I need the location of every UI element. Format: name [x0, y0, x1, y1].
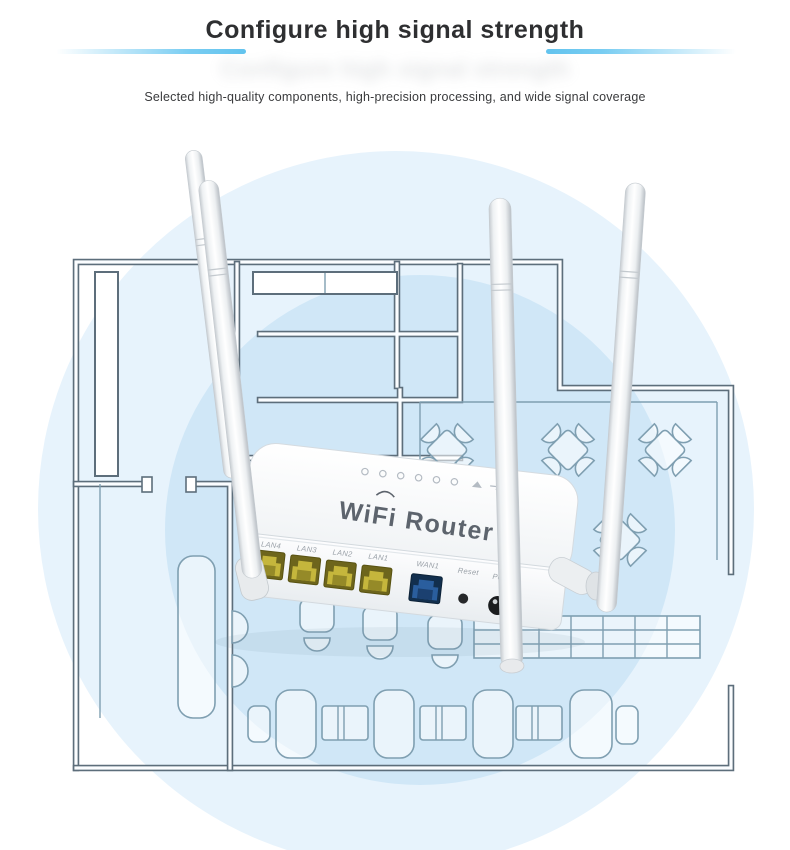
- wall-column: [94, 271, 119, 477]
- accent-line-left: [56, 49, 246, 54]
- power-jack-highlight: [492, 599, 498, 605]
- booth-table: [472, 689, 514, 759]
- power-led-icon: [361, 467, 369, 476]
- door-swing: [231, 654, 249, 688]
- floor-plan-walls: [72, 258, 735, 772]
- dining-table-set: [638, 423, 692, 477]
- dining-table-set: [541, 423, 595, 477]
- bench: [419, 705, 467, 741]
- port-label-lan4: LAN4: [261, 539, 282, 550]
- port-label-lan2: LAN2: [332, 548, 353, 559]
- lan4-led-icon: [450, 478, 459, 486]
- wan-port: [408, 573, 444, 605]
- wifi-arc-icon: [375, 490, 395, 498]
- lan1-port: [358, 564, 393, 596]
- port-label-wan: WAN1: [416, 559, 440, 571]
- port-label-lan1: LAN1: [368, 552, 389, 563]
- wifi-led-icon: [471, 481, 482, 488]
- lan2-port: [323, 559, 358, 591]
- booth-row: [247, 689, 639, 759]
- antenna-front-left: [198, 180, 263, 579]
- page-subtitle: Selected high-quality components, high-p…: [144, 90, 646, 104]
- door-jamb: [185, 476, 197, 493]
- accent-line-right: [546, 49, 736, 54]
- counter-left: [177, 555, 216, 719]
- lan1-led-icon: [396, 471, 405, 480]
- door-jamb: [141, 476, 153, 493]
- booth-table: [275, 689, 317, 759]
- lan3-port: [287, 554, 322, 586]
- system-led-icon: [379, 469, 387, 478]
- booth-table: [373, 689, 415, 759]
- booth-table: [569, 689, 613, 759]
- bench: [515, 705, 563, 741]
- title-reflection: Configure high signal strength: [220, 56, 570, 83]
- lan2-led-icon: [414, 473, 423, 482]
- antenna-right: [596, 182, 646, 613]
- lan3-led-icon: [432, 475, 441, 484]
- bench: [321, 705, 369, 741]
- router-body: WiFi Router LAN4 LAN3 LAN2 LAN1 WAN1 Res…: [240, 442, 579, 631]
- router-shadow: [215, 627, 585, 657]
- reset-button: [458, 593, 469, 604]
- stool: [247, 705, 271, 743]
- stool: [615, 705, 639, 745]
- port-label-reset: Reset: [457, 566, 480, 577]
- wifi-router: WiFi Router LAN4 LAN3 LAN2 LAN1 WAN1 Res…: [185, 150, 646, 674]
- page-title: Configure high signal strength: [205, 16, 585, 44]
- antenna-center: [488, 197, 525, 674]
- port-label-lan3: LAN3: [296, 543, 317, 554]
- door-swing: [231, 610, 249, 644]
